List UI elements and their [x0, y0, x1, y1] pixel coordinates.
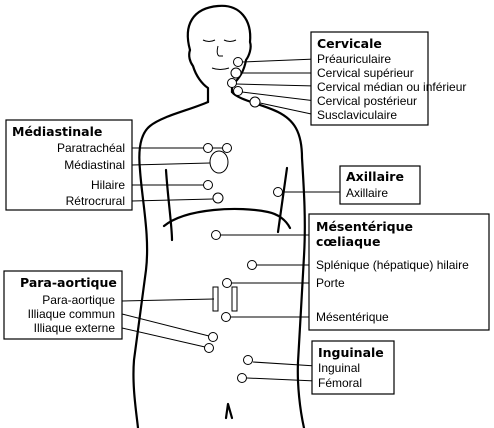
head-left-side — [188, 48, 210, 104]
mesenterique-title-line1: Mésentérique — [316, 219, 413, 234]
node-cervical-median — [227, 78, 237, 88]
leader-lines — [121, 58, 345, 382]
node-mediastinal — [209, 150, 229, 174]
node-supraclavicular — [249, 96, 261, 108]
node-common-iliac — [208, 332, 218, 342]
para-aortique-title: Para-aortique — [20, 275, 117, 290]
label-preauricular: Préauriculaire — [317, 52, 391, 66]
node-inguinal — [243, 355, 253, 365]
aorta-right-bar — [231, 286, 238, 312]
diaphragm-curve — [162, 207, 292, 230]
label-portal: Porte — [316, 276, 345, 290]
node-mesenteric — [221, 312, 231, 322]
axillaire-box — [339, 165, 421, 205]
node-cervical-posterior — [233, 86, 243, 96]
para-aortique-group: Para-aortique Para-aortique Illiaque com… — [3, 270, 123, 340]
label-femoral: Fémoral — [318, 376, 362, 390]
label-cervical-superior: Cervical supérieur — [317, 66, 414, 80]
node-paratracheal-right — [222, 143, 232, 153]
mouth — [211, 67, 230, 70]
inguinale-group: Inguinale Inguinal Fémoral — [311, 340, 395, 395]
label-external-iliac: Illiaque externe — [34, 321, 116, 335]
label-mediastinal: Médiastinal — [64, 158, 125, 172]
lymph-nodes — [203, 57, 283, 383]
node-external-iliac — [204, 343, 214, 353]
right-arm-outline — [230, 90, 306, 428]
label-mesenteric: Mésentérique — [316, 310, 389, 324]
head-outline — [186, 4, 252, 94]
node-femoral — [237, 373, 247, 383]
cervicale-box — [310, 31, 429, 126]
label-para-aortic: Para-aortique — [42, 293, 115, 307]
mesenterique-title-line2: cœliaque — [316, 234, 380, 249]
node-hilar — [203, 180, 213, 190]
label-inguinal: Inguinal — [318, 361, 360, 375]
mediastinale-group: Médiastinale Paratrachéal Médiastinal Hi… — [5, 119, 133, 211]
axillaire-group: Axillaire Axillaire — [339, 165, 421, 205]
left-arm-outline — [132, 100, 210, 428]
node-preauricular — [233, 57, 243, 67]
label-common-iliac: Illiaque commun — [28, 307, 115, 321]
left-inner-arm — [164, 168, 174, 242]
inguinale-box — [311, 340, 395, 395]
node-retrocrural — [212, 192, 224, 204]
axillaire-title: Axillaire — [346, 169, 404, 184]
nose — [216, 45, 223, 57]
label-retrocrural: Rétrocrural — [66, 194, 125, 208]
label-supraclavicular: Susclaviculaire — [317, 108, 397, 122]
crotch-mark — [224, 402, 234, 420]
cervicale-title: Cervicale — [317, 36, 382, 51]
para-aortique-box — [3, 270, 123, 340]
mediastinale-title: Médiastinale — [12, 124, 102, 139]
cervicale-group: Cervicale Préauriculaire Cervical supéri… — [310, 31, 466, 126]
node-celiac — [211, 230, 221, 240]
label-cervical-posterior: Cervical postérieur — [317, 94, 417, 108]
mesenterique-box — [308, 213, 490, 331]
node-portal — [222, 278, 232, 288]
mesenterique-group: Mésentérique cœliaque Splénique (hépatiq… — [308, 213, 490, 331]
mediastinale-box — [5, 119, 133, 211]
node-axillary — [273, 187, 283, 197]
inguinale-title: Inguinale — [318, 345, 384, 360]
right-eye — [223, 39, 237, 42]
node-cervical-superior — [230, 67, 242, 79]
node-splenic-hilar — [247, 260, 257, 270]
left-eye — [202, 39, 216, 42]
label-hilar: Hilaire — [91, 178, 125, 192]
label-cervical-median: Cervical médian ou inférieur — [317, 80, 466, 94]
face — [202, 39, 237, 70]
node-paratracheal-left — [203, 143, 213, 153]
right-inner-arm — [276, 166, 289, 234]
body-outline — [132, 4, 306, 428]
label-splenic-hilar: Splénique (hépatique) hilaire — [316, 258, 469, 272]
label-axillary: Axillaire — [346, 186, 388, 200]
label-paratracheal: Paratrachéal — [57, 141, 125, 155]
